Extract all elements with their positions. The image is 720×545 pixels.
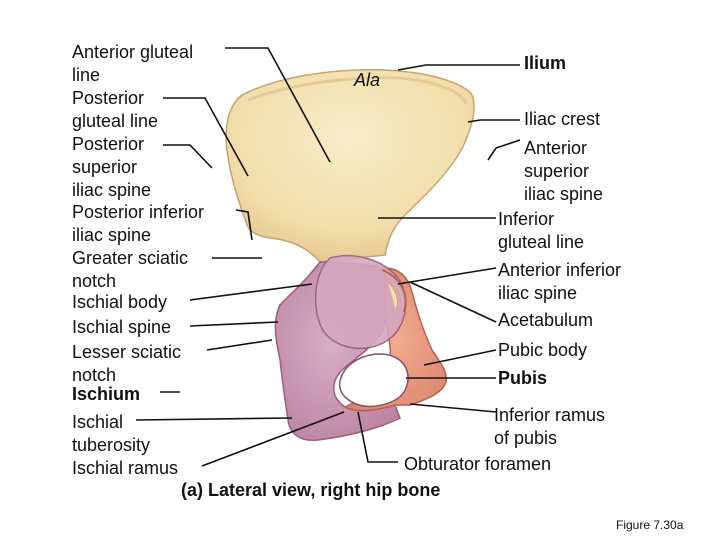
acetabulum-shape [314,255,407,350]
label-line: Lesser sciatic [72,342,182,362]
label-obturator-foramen: Obturator foramen [404,454,552,474]
label-pubic-body: Pubic body [498,340,588,360]
label-line: Inferior ramus [494,405,606,425]
label-line: tuberosity [72,435,151,455]
label-iliac-crest: Iliac crest [524,109,601,129]
label-line: Greater sciatic [72,248,189,268]
label-ischial-body: Ischial body [72,292,168,312]
label-line: Posterior inferior [72,202,205,222]
label-line: Inferior [498,209,555,229]
label-line: superior [72,157,138,177]
label-posterior-superior-iliac-spine: Posterior superior iliac spine [72,133,151,202]
leader-lines [135,47,521,467]
label-anterior-gluteal-line: Anterior gluteal line [72,41,193,87]
label-pubis: Pubis [498,368,548,388]
label-lesser-sciatic-notch: Lesser sciatic notch [72,341,181,387]
label-line: of pubis [494,428,558,448]
label-ilium: Ilium [524,53,567,73]
label-line: Anterior inferior [498,260,622,280]
label-line: superior [524,161,590,181]
label-ischial-ramus: Ischial ramus [72,458,179,478]
obturator-foramen-shape [338,353,409,408]
label-posterior-gluteal-line: Posterior gluteal line [72,87,158,133]
label-line: notch [72,365,117,385]
label-ala: Ala [354,70,381,90]
label-line: Anterior [524,138,588,158]
label-posterior-inferior-iliac-spine: Posterior inferior iliac spine [72,201,204,247]
label-line: Posterior [72,134,145,154]
label-anterior-superior-iliac-spine: Anterior superior iliac spine [524,137,603,206]
label-inferior-ramus-of-pubis: Inferior ramus of pubis [494,404,605,450]
figure-caption: (a) Lateral view, right hip bone [181,480,441,500]
label-line: iliac spine [524,184,604,204]
label-line: iliac spine [72,225,152,245]
label-anterior-inferior-iliac-spine: Anterior inferior iliac spine [498,259,621,305]
label-ischium: Ischium [72,384,141,404]
ilium-region [225,68,475,263]
figure-number: Figure 7.30a [616,518,684,532]
label-inferior-gluteal-line: Inferior gluteal line [498,208,584,254]
label-line: notch [72,271,117,291]
label-line: iliac spine [72,180,152,200]
label-ischial-spine: Ischial spine [72,317,172,337]
label-acetabulum: Acetabulum [498,310,594,330]
label-line: Anterior gluteal [72,42,194,62]
label-line: Ischial [72,412,124,432]
label-line: iliac spine [498,283,578,303]
label-line: Posterior [72,88,145,108]
label-line: gluteal line [498,232,585,252]
label-line: line [72,65,101,85]
label-greater-sciatic-notch: Greater sciatic notch [72,247,188,293]
label-ischial-tuberosity: Ischial tuberosity [72,411,150,457]
pubis-region [343,267,448,412]
label-line: gluteal line [72,111,159,131]
